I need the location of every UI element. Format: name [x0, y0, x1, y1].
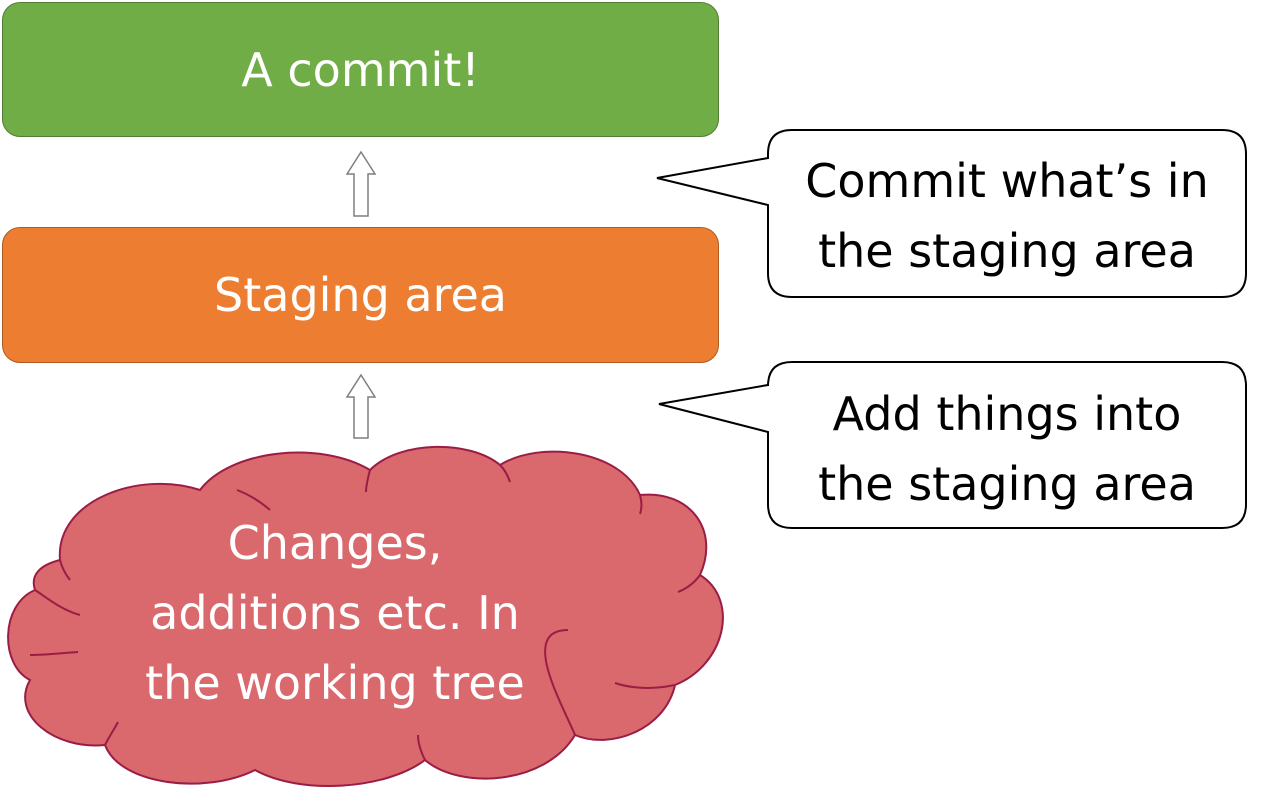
- arrow-up-icon: [345, 373, 377, 439]
- callout-commit-text: Commit what’s in the staging area: [805, 154, 1209, 278]
- cloud-arc: [677, 574, 701, 593]
- cloud-arc: [34, 589, 81, 616]
- callout-add-text: Add things into the staging area: [818, 387, 1196, 511]
- callout-commit-bubble: [656, 129, 1247, 298]
- cloud-arc: [365, 469, 371, 493]
- cloud-arc: [236, 489, 271, 511]
- cloud-arc: [544, 629, 576, 736]
- arrow-up-icon: [345, 150, 377, 217]
- working-tree-cloud: [7, 445, 724, 788]
- staging-area-box: Staging area: [2, 227, 719, 363]
- cloud-arc: [639, 494, 643, 515]
- cloud-arc: [499, 464, 511, 483]
- callout-add-bubble: [658, 361, 1247, 529]
- cloud-arc: [59, 559, 71, 581]
- cloud-arc: [417, 734, 426, 761]
- cloud-arc: [614, 682, 676, 689]
- commit-box-label: A commit!: [241, 42, 480, 97]
- working-tree-label: Changes, additions etc. In the working t…: [145, 516, 525, 710]
- commit-box: A commit!: [2, 2, 719, 137]
- cloud-arc: [104, 721, 119, 746]
- cloud-arc: [29, 651, 79, 656]
- staging-area-label: Staging area: [214, 268, 507, 322]
